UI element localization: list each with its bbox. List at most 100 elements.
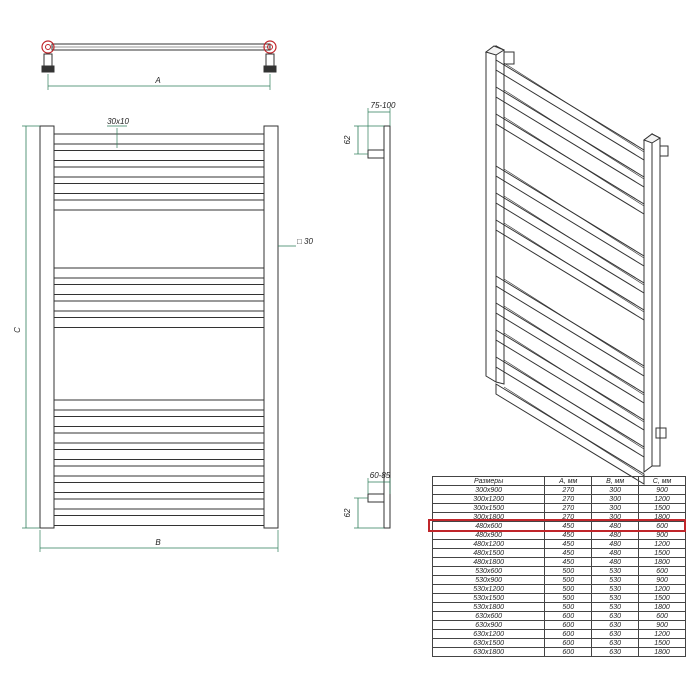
iso-bar-edge xyxy=(503,386,645,477)
iso-bar-edge xyxy=(503,116,645,207)
iso-left-post-side xyxy=(495,45,505,385)
side-view xyxy=(354,108,391,529)
table-cell: 900 xyxy=(638,530,686,540)
table-cell: 480x1800 xyxy=(431,557,546,567)
table-cell: 530x1200 xyxy=(431,584,546,594)
iso-right-post xyxy=(643,133,653,473)
front-bar xyxy=(53,498,265,510)
left-mount-hole-icon xyxy=(45,44,51,50)
front-view xyxy=(22,125,296,552)
front-bar xyxy=(53,449,265,460)
table-cell: 300 xyxy=(591,512,640,522)
table-cell: 600 xyxy=(638,521,686,531)
table-cell: 1500 xyxy=(638,593,686,603)
iso-bar-edge xyxy=(503,359,645,450)
front-bar xyxy=(53,300,265,312)
table-cell: 480x1500 xyxy=(431,548,546,558)
table-cell: 1200 xyxy=(638,539,686,549)
front-bar xyxy=(53,183,265,194)
table-cell: 500 xyxy=(544,602,593,612)
table-cell: 480x900 xyxy=(431,530,546,540)
side-top-bracket xyxy=(367,149,385,159)
table-cell: 270 xyxy=(544,494,593,504)
table-cell: 530 xyxy=(591,602,640,612)
front-bar xyxy=(53,166,265,178)
table-cell: 630 xyxy=(591,647,640,657)
table-cell: 600 xyxy=(638,611,686,621)
iso-bar xyxy=(495,219,645,321)
table-cell: 630x1800 xyxy=(431,647,546,657)
front-bar xyxy=(53,416,265,427)
table-cell: 480 xyxy=(591,530,640,540)
iso-left-bracket xyxy=(503,51,515,65)
table-cell: 450 xyxy=(544,521,593,531)
table-cell: 480 xyxy=(591,548,640,558)
table-cell: 1800 xyxy=(638,557,686,567)
iso-bar-edge xyxy=(503,195,645,286)
front-bar xyxy=(53,482,265,493)
table-cell: 300x1500 xyxy=(431,503,546,513)
table-cell: 1800 xyxy=(638,647,686,657)
iso-right-bracket-top xyxy=(659,145,669,157)
iso-bar xyxy=(495,113,645,215)
iso-right-post-side xyxy=(651,133,661,467)
dim-bottom-height-label: 62 xyxy=(343,508,352,517)
table-cell: 630 xyxy=(591,629,640,639)
iso-bar-edge xyxy=(503,332,645,423)
right-mount-hole-icon xyxy=(267,44,273,50)
dim-b-label: B xyxy=(155,538,161,547)
table-cell: 900 xyxy=(638,620,686,630)
front-bar xyxy=(53,150,265,161)
table-cell: 450 xyxy=(544,548,593,558)
table-cell: 500 xyxy=(544,593,593,603)
table-cell: 630x1500 xyxy=(431,638,546,648)
table-cell: 600 xyxy=(544,638,593,648)
table-cell: 300x900 xyxy=(431,485,546,495)
front-bar xyxy=(53,515,265,526)
front-bars xyxy=(53,133,265,526)
table-cell: 500 xyxy=(544,575,593,585)
table-cell: 1200 xyxy=(638,629,686,639)
table-cell: 1800 xyxy=(638,512,686,522)
front-left-post xyxy=(39,125,55,529)
iso-bar xyxy=(495,165,645,267)
dim-a-label: A xyxy=(154,76,160,85)
table-cell: 1800 xyxy=(638,602,686,612)
table-cell: 450 xyxy=(544,530,593,540)
front-bar xyxy=(53,133,265,145)
table-cell: 630x900 xyxy=(431,620,546,630)
table-cell: 1200 xyxy=(638,494,686,504)
iso-right-bracket-bottom xyxy=(655,427,667,439)
dim-bottom-offset-label: 60-85 xyxy=(370,471,391,480)
table-cell: 530x600 xyxy=(431,566,546,576)
table-cell: 300x1800 xyxy=(431,512,546,522)
table-cell: 630x1200 xyxy=(431,629,546,639)
table-cell: 270 xyxy=(544,512,593,522)
iso-left-post xyxy=(485,45,497,383)
front-right-post xyxy=(263,125,279,529)
dim-bar-label: 30x10 xyxy=(107,117,129,126)
iso-bar-edge xyxy=(503,278,645,369)
iso-bars xyxy=(495,59,645,485)
table-cell: 630 xyxy=(591,611,640,621)
table-cell: 1500 xyxy=(638,503,686,513)
table-cell: 900 xyxy=(638,575,686,585)
left-mount-icon xyxy=(41,40,55,54)
table-cell: 530x900 xyxy=(431,575,546,585)
table-cell: 450 xyxy=(544,539,593,549)
